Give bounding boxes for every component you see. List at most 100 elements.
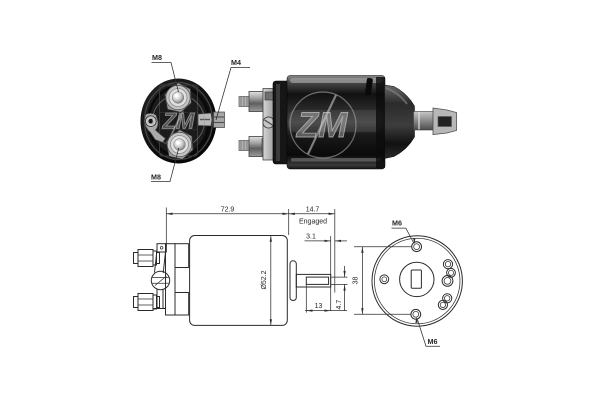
dim-body-diameter: Ø52.2 xyxy=(261,235,272,326)
label-m6-top: M6 xyxy=(392,219,402,228)
drawn-bracket-plate xyxy=(165,243,176,316)
end-view-bracket xyxy=(143,112,166,143)
body-stamp-mark xyxy=(365,77,373,96)
dim-slot-length-polygon-2 xyxy=(324,309,331,312)
watermark-logo-sideview: ZM xyxy=(289,91,357,159)
flange-left-hole xyxy=(379,274,390,285)
m4-terminal-tab-rect-1 xyxy=(213,111,225,128)
drawn-stud-bottom-rect-3 xyxy=(152,294,157,310)
label-m4: M4 xyxy=(231,58,241,67)
front-view-labels-polygon-2 xyxy=(415,316,418,323)
dim-pre-travel: 3.1 xyxy=(304,234,347,311)
label-m8-bottom: M8 xyxy=(151,173,161,182)
leader-m8-top xyxy=(151,62,179,93)
dim-overall-length: 72.9 xyxy=(165,207,290,247)
flange-contact-cluster-circle-2 xyxy=(448,269,454,276)
body-top-highlight xyxy=(290,78,382,83)
drawn-stud-top xyxy=(133,249,160,267)
flange-left-hole-circle-1 xyxy=(379,274,390,285)
flange-contact-cluster xyxy=(437,259,456,310)
leader-m8-bottom xyxy=(151,147,180,182)
m8-terminal-bottom-circle-4 xyxy=(175,140,180,145)
side-view-studs-rect-2 xyxy=(248,91,264,112)
svg-text:Ø52.2: Ø52.2 xyxy=(261,270,268,289)
drawn-strap-screw-line-5 xyxy=(154,275,167,286)
svg-text:Engaged: Engaged xyxy=(299,219,327,226)
drawn-bracket-arm-top xyxy=(174,243,190,268)
drawn-stud-bottom xyxy=(133,293,160,311)
front-cap-highlight xyxy=(276,84,280,161)
drawn-shaft-slot xyxy=(305,276,330,285)
watermark-circle xyxy=(289,91,357,159)
dim-hole-spacing-polygon-2 xyxy=(361,308,364,315)
flange-outer xyxy=(371,235,463,327)
taper-highlight xyxy=(385,87,408,105)
drawn-stud-top-rect-1 xyxy=(133,252,139,264)
svg-text:4.7: 4.7 xyxy=(336,300,343,310)
drawing-side-view: 72.9 14.7 Engaged 3.1 Ø52.2 xyxy=(133,207,348,326)
svg-text:38: 38 xyxy=(352,277,359,285)
flange-m6-top xyxy=(411,241,423,253)
side-view-studs-rect-4 xyxy=(248,136,264,157)
plunger-fork xyxy=(432,107,457,135)
flange-contact-cluster-circle-1 xyxy=(444,261,452,268)
drawn-shaft xyxy=(295,273,332,288)
dim-body-diameter-polygon-1 xyxy=(269,235,272,242)
drawn-body xyxy=(189,235,288,326)
body-bottom-highlight xyxy=(291,158,381,162)
dim-plunger-extension: 14.7 Engaged xyxy=(288,207,336,293)
m8-terminal-top-circle-3 xyxy=(171,91,185,104)
watermark-bolt xyxy=(307,94,337,155)
drawn-bracket-arm-bottom xyxy=(174,292,190,316)
leader-m6-bottom xyxy=(416,318,440,347)
dim-slot-width-polygon-1 xyxy=(343,270,346,278)
end-view-bracket-circle-2 xyxy=(148,118,154,124)
drawn-stud-top-rect-2 xyxy=(137,249,154,267)
dim-slot-width-polygon-2 xyxy=(343,284,346,291)
dim-slot-width: 4.7 xyxy=(331,266,348,311)
m8-terminal-top-circle-4 xyxy=(174,93,179,98)
label-m6-bottom: M6 xyxy=(428,337,438,346)
drawn-strap-screw xyxy=(150,243,171,309)
flange-m6-top-circle-2 xyxy=(413,243,420,250)
photo-side-view: ZM xyxy=(238,75,457,170)
flange-m6-bottom xyxy=(410,308,422,320)
flange-center-slot xyxy=(410,269,422,289)
svg-text:14.7: 14.7 xyxy=(306,207,320,214)
m8-terminal-top xyxy=(164,81,192,113)
dim-overall-length-polygon-1 xyxy=(166,212,173,215)
dim-pre-travel-polygon-1 xyxy=(324,239,331,243)
dim-slot-length: 13 xyxy=(305,284,347,313)
dim-body-diameter-polygon-2 xyxy=(269,319,272,326)
svg-text:13: 13 xyxy=(315,303,323,310)
drawn-strap-screw-line-2 xyxy=(162,251,166,274)
dim-hole-spacing: 38 xyxy=(352,246,412,315)
flange-m6-bottom-circle-2 xyxy=(412,311,420,318)
side-view-bracket-line-1 xyxy=(264,119,273,126)
flange-m6-bottom-circle-1 xyxy=(410,308,422,320)
dim-plunger-extension-polygon-2 xyxy=(328,212,335,215)
svg-text:72.9: 72.9 xyxy=(221,207,235,214)
body-end-shadow xyxy=(376,77,385,168)
drawn-strap-screw-circle-1 xyxy=(159,246,164,250)
dim-slot-length-polygon-1 xyxy=(306,309,313,312)
flange-m6-top-circle-1 xyxy=(411,241,423,253)
drawn-strap-screw-rect-1 xyxy=(156,243,167,253)
dim-plunger-extension-polygon-1 xyxy=(288,212,295,215)
flange-contact-cluster-circle-4 xyxy=(444,295,451,302)
drawn-stud-bottom-rect-2 xyxy=(137,293,154,311)
svg-text:3.1: 3.1 xyxy=(306,234,316,241)
front-view-labels-polygon-1 xyxy=(413,238,416,245)
drawn-collar xyxy=(289,260,297,301)
flange-rim xyxy=(374,237,461,325)
drawn-strap-screw-circle-2 xyxy=(150,270,171,291)
m8-terminal-bottom-circle-3 xyxy=(173,138,186,151)
watermark-zm-sideview: ZM xyxy=(296,106,348,145)
dim-pre-travel-polygon-2 xyxy=(334,239,341,243)
flange-center-bore xyxy=(399,261,435,298)
flange-contact-cluster-circle-3 xyxy=(443,277,452,285)
drawing-front-view: 38 M6 M6 xyxy=(352,219,463,347)
plunger-fork-rect-1 xyxy=(437,116,452,127)
body-mid-highlight xyxy=(289,110,383,132)
